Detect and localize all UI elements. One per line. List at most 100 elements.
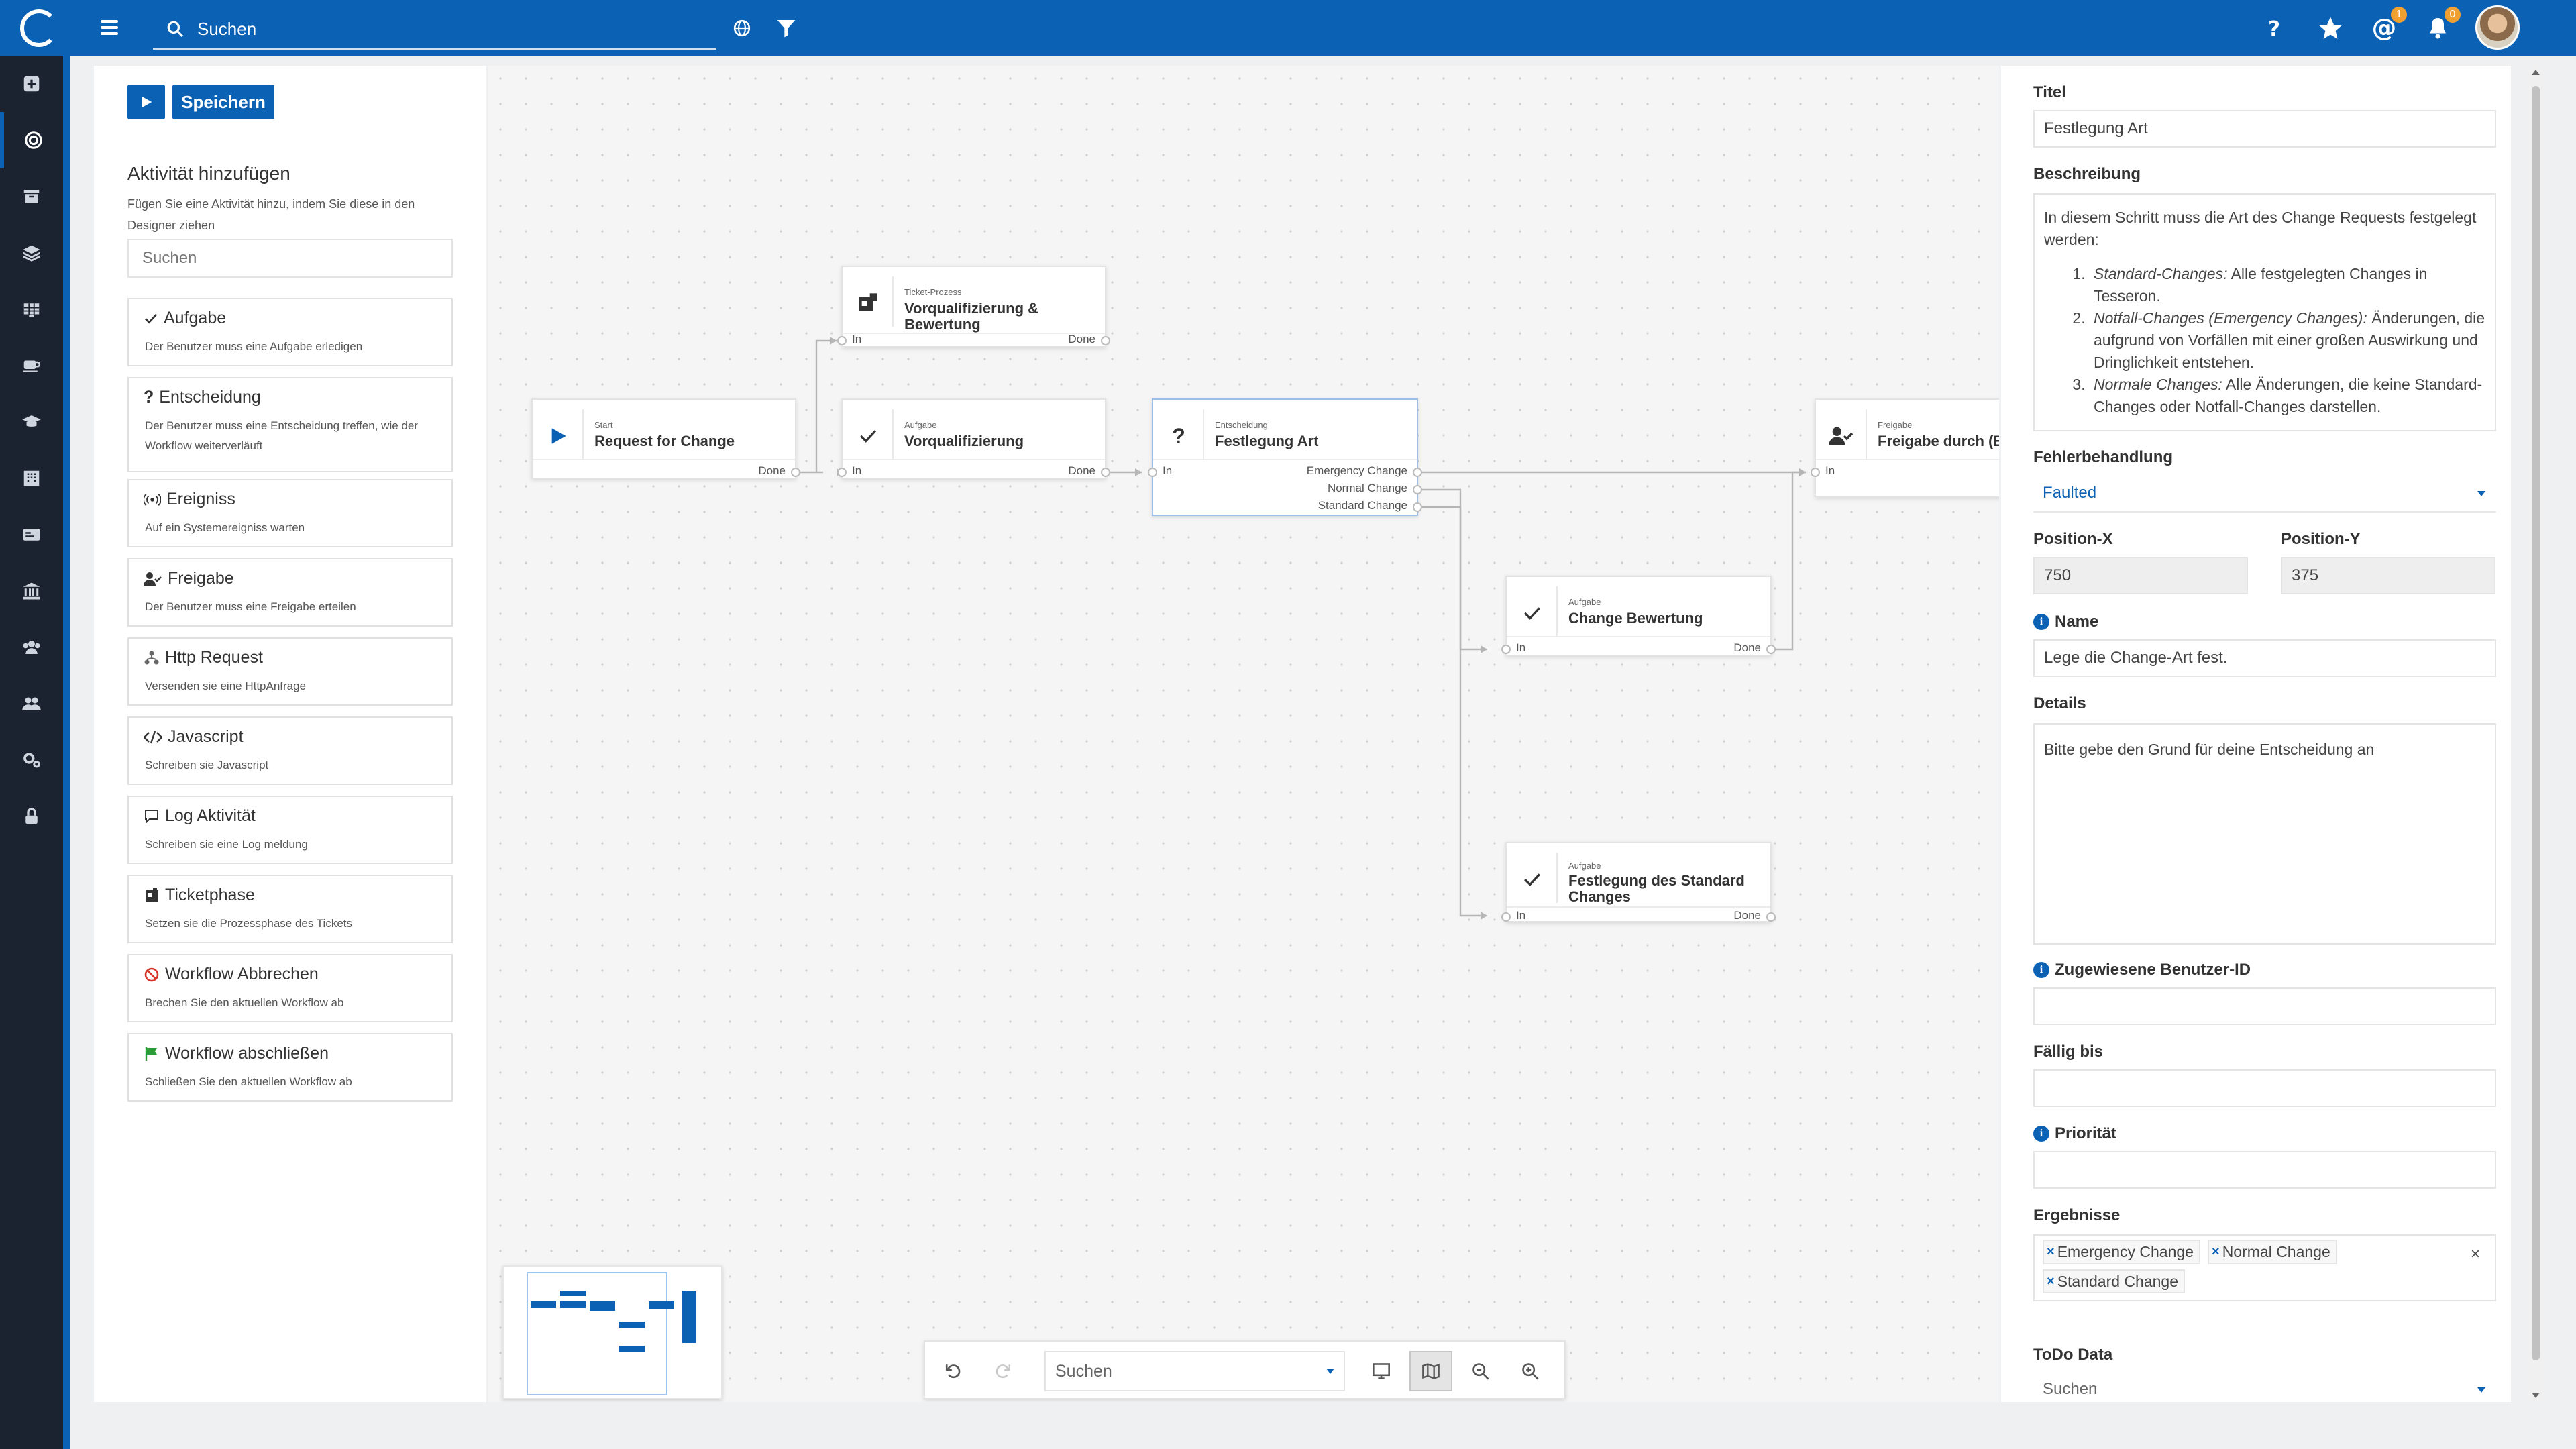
scroll-down-icon[interactable]: [2532, 1393, 2540, 1398]
user-avatar[interactable]: [2475, 5, 2520, 50]
workflow-canvas[interactable]: Start Request for Change Done Ticket-Pro…: [488, 66, 1999, 1402]
redo-button[interactable]: [981, 1351, 1024, 1391]
activity-search-input[interactable]: [127, 239, 453, 278]
plus-square-icon[interactable]: [0, 56, 63, 112]
bank-icon[interactable]: [0, 563, 63, 619]
coffee-icon[interactable]: [0, 337, 63, 394]
priority-input[interactable]: [2033, 1151, 2496, 1189]
node-search-select[interactable]: Suchen: [1044, 1351, 1345, 1391]
input-port[interactable]: [1811, 468, 1820, 477]
node-start[interactable]: Start Request for Change Done: [531, 398, 800, 479]
target-icon[interactable]: [0, 112, 63, 168]
activity-entscheidung[interactable]: ?Entscheidung Der Benutzer muss eine Ent…: [127, 377, 453, 472]
scroll-up-icon[interactable]: [2532, 70, 2540, 75]
globe-icon[interactable]: [726, 12, 758, 44]
fit-screen-button[interactable]: [1360, 1351, 1403, 1391]
global-search-input[interactable]: [197, 18, 667, 40]
check-icon: [1519, 866, 1546, 893]
input-port[interactable]: [1501, 912, 1511, 922]
undo-button[interactable]: [932, 1351, 975, 1391]
node-ticket-prozess[interactable]: Ticket-Prozess Vorqualifizierung & Bewer…: [837, 266, 1110, 347]
minimap-viewport[interactable]: [527, 1272, 667, 1395]
description-editor[interactable]: In diesem Schritt muss die Art des Chang…: [2033, 193, 2496, 431]
run-button[interactable]: [127, 85, 165, 119]
result-tag[interactable]: ×Emergency Change: [2043, 1240, 2200, 1264]
output-port[interactable]: [1101, 468, 1110, 477]
undo-icon: [945, 1364, 961, 1379]
zoom-in-button[interactable]: [1509, 1351, 1552, 1391]
result-tag[interactable]: ×Standard Change: [2043, 1269, 2185, 1293]
position-y-input[interactable]: 375: [2281, 557, 2496, 594]
details-textarea[interactable]: Bitte gebe den Grund für deine Entscheid…: [2033, 723, 2496, 945]
node-standard-changes[interactable]: Aufgabe Festlegung des Standard Changes …: [1501, 842, 1776, 922]
activity-ticketphase[interactable]: Ticketphase Setzen sie die Prozessphase …: [127, 875, 453, 943]
node-vorqualifizierung[interactable]: Aufgabe Vorqualifizierung In Done: [837, 398, 1110, 479]
cogs-icon[interactable]: [0, 732, 63, 788]
input-port[interactable]: [1148, 468, 1157, 477]
zoom-out-icon: [1472, 1363, 1489, 1380]
info-icon: i: [2033, 614, 2049, 630]
activity-panel-hint: Fügen Sie eine Aktivität hinzu, indem Si…: [127, 197, 415, 232]
output-port-emergency[interactable]: [1413, 468, 1422, 477]
filter-icon[interactable]: [770, 12, 802, 44]
activity-workflow-abbrechen[interactable]: Workflow Abbrechen Brechen Sie den aktue…: [127, 954, 453, 1022]
layers-icon[interactable]: [0, 225, 63, 281]
activity-workflow-abschliessen[interactable]: Workflow abschließen Schließen Sie den a…: [127, 1033, 453, 1102]
error-handling-select[interactable]: Faulted: [2033, 475, 2496, 513]
activity-freigabe[interactable]: Freigabe Der Benutzer muss eine Freigabe…: [127, 558, 453, 627]
minimap[interactable]: [502, 1265, 722, 1399]
remove-tag-icon[interactable]: ×: [2047, 1244, 2055, 1259]
properties-scrollbar[interactable]: [2529, 66, 2542, 1402]
todo-data-select[interactable]: Suchen: [2033, 1371, 2496, 1402]
output-port[interactable]: [1101, 336, 1110, 345]
app-logo[interactable]: [20, 9, 58, 47]
due-date-input[interactable]: [2033, 1069, 2496, 1107]
activity-ereigniss[interactable]: Ereigniss Auf ein Systemereigniss warten: [127, 479, 453, 547]
clear-all-icon[interactable]: ×: [2470, 1245, 2480, 1263]
results-label: Ergebnisse: [2033, 1206, 2121, 1224]
output-port-normal[interactable]: [1413, 485, 1422, 494]
user-group-icon[interactable]: [0, 676, 63, 732]
output-port-standard[interactable]: [1413, 502, 1422, 512]
building-icon[interactable]: [0, 450, 63, 506]
remove-tag-icon[interactable]: ×: [2047, 1273, 2055, 1289]
globe-grid-icon[interactable]: [0, 281, 63, 337]
zoom-out-button[interactable]: [1459, 1351, 1502, 1391]
activity-aufgabe[interactable]: Aufgabe Der Benutzer muss eine Aufgabe e…: [127, 298, 453, 366]
star-icon[interactable]: [2314, 12, 2347, 44]
node-change-bewertung[interactable]: Aufgabe Change Bewertung In Done: [1501, 576, 1776, 656]
users-icon[interactable]: [0, 619, 63, 676]
remove-tag-icon[interactable]: ×: [2212, 1244, 2220, 1259]
activity-log[interactable]: Log Aktivität Schreiben sie eine Log mel…: [127, 796, 453, 864]
result-tag[interactable]: ×Normal Change: [2208, 1240, 2337, 1264]
title-input[interactable]: Festlegung Art: [2033, 110, 2496, 148]
input-port[interactable]: [1501, 645, 1511, 654]
node-name: Request for Change: [594, 433, 735, 449]
input-port[interactable]: [837, 336, 847, 345]
graduation-cap-icon[interactable]: [0, 394, 63, 450]
position-x-input[interactable]: 750: [2033, 557, 2248, 594]
node-name: Vorqualifizierung & Bewertung: [904, 300, 1039, 333]
lock-icon[interactable]: [0, 788, 63, 845]
results-tag-input[interactable]: ×Emergency Change ×Normal Change ×Standa…: [2033, 1234, 2496, 1301]
scrollbar-thumb[interactable]: [2532, 86, 2540, 1360]
menu-icon[interactable]: [101, 20, 118, 35]
zoom-in-icon: [1522, 1363, 1539, 1380]
id-card-icon[interactable]: [0, 506, 63, 563]
activity-http-request[interactable]: Http Request Versenden sie eine HttpAnfr…: [127, 637, 453, 706]
help-icon[interactable]: ?: [2258, 12, 2290, 44]
assigned-user-input[interactable]: [2033, 987, 2496, 1025]
node-freigabe[interactable]: Freigabe Freigabe durch (E) In: [1811, 398, 1999, 498]
output-port[interactable]: [1766, 912, 1776, 922]
node-entscheidung[interactable]: ? Entscheidung Festlegung Art In Emergen…: [1148, 398, 1422, 516]
bell-icon[interactable]: 0: [2422, 7, 2461, 44]
mention-icon[interactable]: @ 1: [2368, 7, 2407, 44]
output-port[interactable]: [1766, 645, 1776, 654]
save-button[interactable]: Speichern: [172, 85, 274, 119]
minimap-toggle-button[interactable]: [1409, 1351, 1452, 1391]
activity-javascript[interactable]: Javascript Schreiben sie Javascript: [127, 716, 453, 785]
inbox-icon[interactable]: [0, 168, 63, 225]
input-port[interactable]: [837, 468, 847, 477]
output-port[interactable]: [791, 468, 800, 477]
name-input[interactable]: Lege die Change-Art fest.: [2033, 639, 2496, 677]
